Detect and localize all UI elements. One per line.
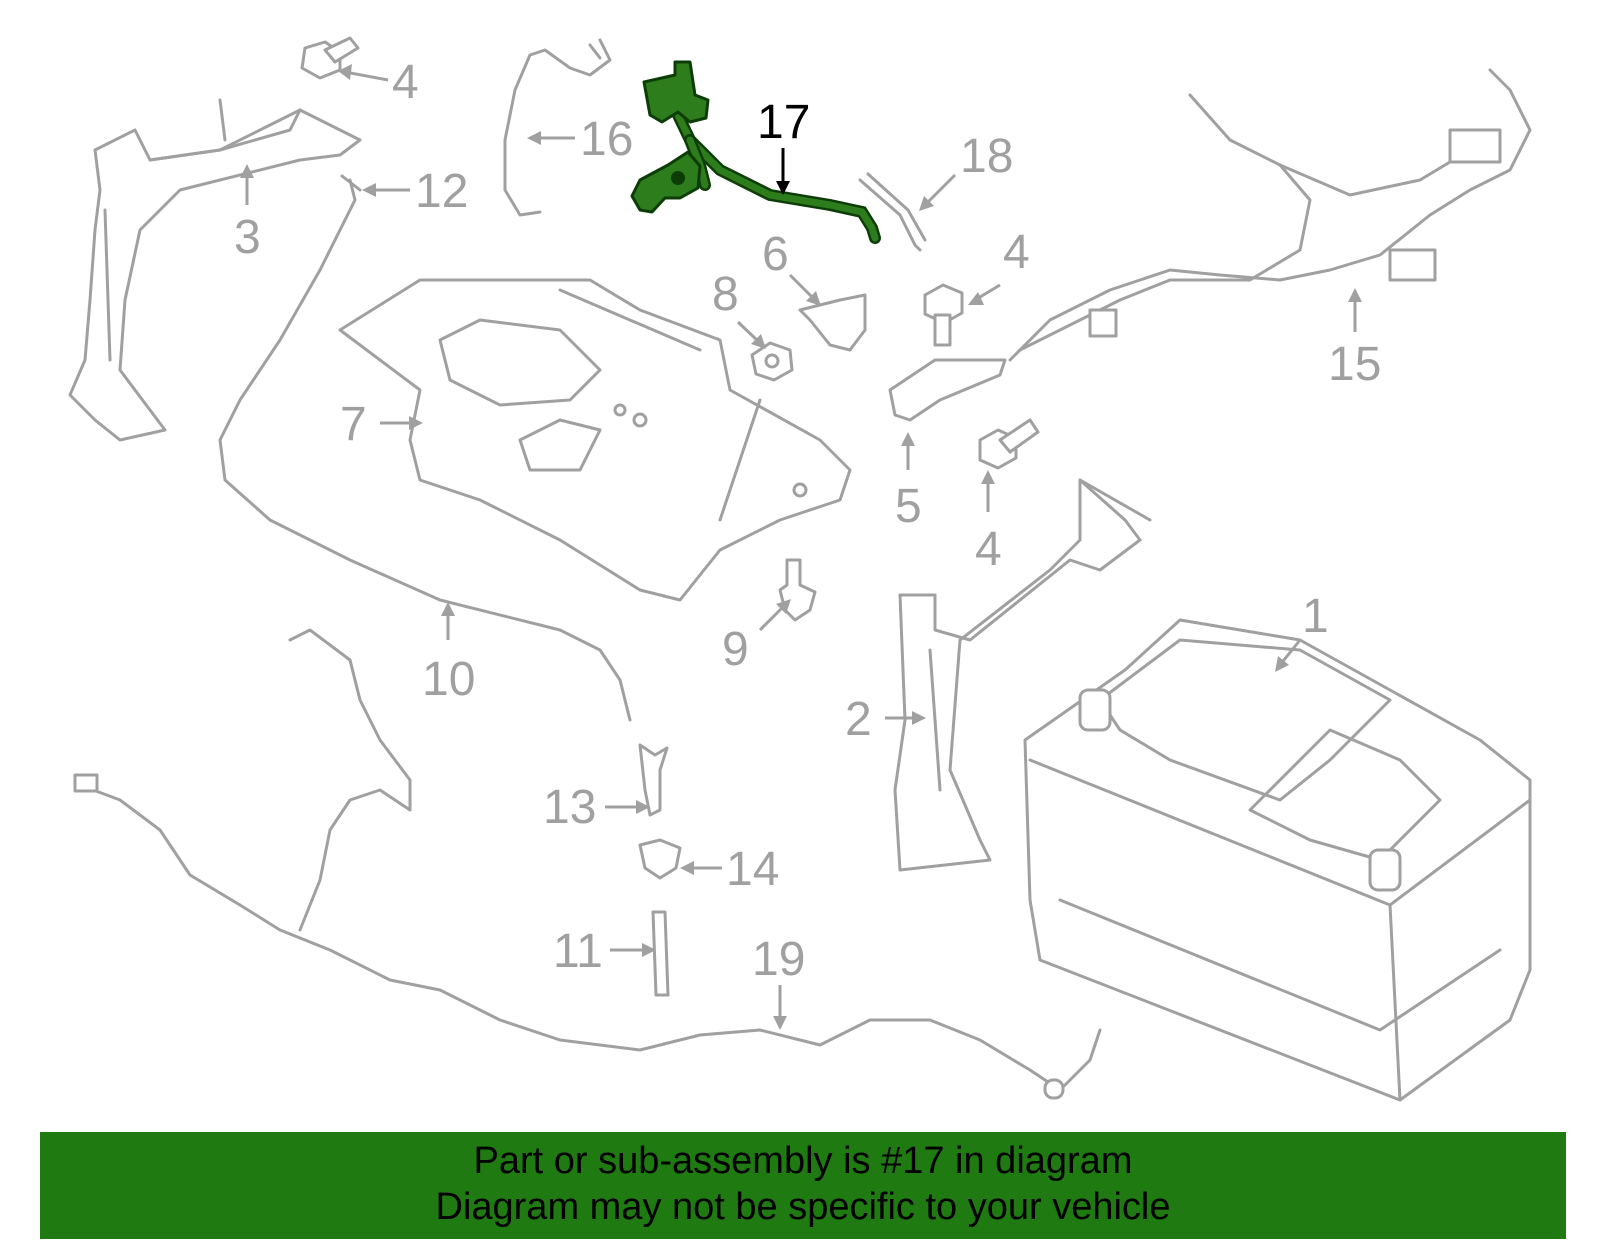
callout-label: 14 <box>726 843 779 896</box>
callout-label: 2 <box>845 693 872 746</box>
callout-18: 18 <box>919 130 1013 211</box>
callout-15: 15 <box>1328 288 1381 391</box>
part-10-cable[interactable] <box>218 174 632 722</box>
callout-4-c: 4 <box>975 470 1002 576</box>
callout-label: 12 <box>415 165 468 218</box>
callout-14: 11 <box>553 925 656 978</box>
part-5-bracket[interactable] <box>888 358 1007 422</box>
part-15-harness[interactable] <box>1008 68 1532 362</box>
callout-17: 17 <box>757 96 810 195</box>
callout-label: 19 <box>752 933 805 986</box>
callout-label: 1 <box>1302 590 1329 643</box>
banner-line-2: Diagram may not be specific to your vehi… <box>435 1186 1171 1228</box>
part-18-strap[interactable] <box>858 172 927 252</box>
callout-label: 16 <box>580 113 633 166</box>
callout-label: 13 <box>543 781 596 834</box>
part-8-nut[interactable] <box>750 341 794 382</box>
callout-4-a: 4 <box>338 56 419 109</box>
callout-label: 10 <box>422 653 475 706</box>
part-17-cable-highlighted[interactable] <box>630 60 881 244</box>
callout-4-b: 4 <box>968 226 1030 305</box>
part-19-harness[interactable] <box>73 628 1102 1100</box>
callout-label: 15 <box>1328 338 1381 391</box>
callout-1: 1 <box>1275 590 1329 672</box>
callout-label: 4 <box>975 523 1002 576</box>
part-2-bracket[interactable] <box>893 478 1152 872</box>
callout-5: 5 <box>895 432 922 533</box>
part-6-clip[interactable] <box>798 293 867 352</box>
callout-label: 4 <box>1003 226 1030 279</box>
callout-12: 13 <box>543 781 650 834</box>
part-16-hose[interactable] <box>503 38 612 217</box>
callout-9: 9 <box>722 599 791 676</box>
callout-label: 18 <box>960 130 1013 183</box>
part-7-tray[interactable] <box>338 278 852 602</box>
callout-label: 5 <box>895 480 922 533</box>
callout-2: 2 <box>845 693 926 746</box>
callout-label: 11 <box>553 925 603 978</box>
part-4-bolt-b[interactable] <box>923 283 964 347</box>
callout-label: 4 <box>392 56 419 109</box>
callout-label: 7 <box>340 398 367 451</box>
callout-16: 16 <box>527 113 633 166</box>
callout-3: 3 <box>234 164 261 264</box>
part-1-battery[interactable] <box>1023 618 1532 1102</box>
callout-6: 6 <box>762 228 821 306</box>
callout-7: 7 <box>340 398 423 451</box>
part-4-bolt-c[interactable] <box>978 418 1040 470</box>
callout-13: 14 <box>680 843 779 896</box>
part-3-bracket[interactable] <box>68 98 362 442</box>
callout-label: 3 <box>234 211 261 264</box>
info-banner: Part or sub-assembly is #17 in diagram D… <box>40 1132 1566 1239</box>
callout-label: 6 <box>762 228 789 281</box>
callout-label: 17 <box>757 96 810 149</box>
part-13-grommet[interactable] <box>638 838 682 880</box>
part-12-connector[interactable] <box>638 743 669 817</box>
callout-8: 8 <box>712 268 766 349</box>
callout-label: 8 <box>712 268 739 321</box>
callout-10: 10 <box>422 602 475 706</box>
callout-label: 9 <box>722 623 749 676</box>
part-14-tube[interactable] <box>651 910 670 997</box>
callout-11: 12 <box>362 165 468 218</box>
banner-line-1: Part or sub-assembly is #17 in diagram <box>473 1140 1133 1182</box>
callout-19: 19 <box>752 933 805 1030</box>
